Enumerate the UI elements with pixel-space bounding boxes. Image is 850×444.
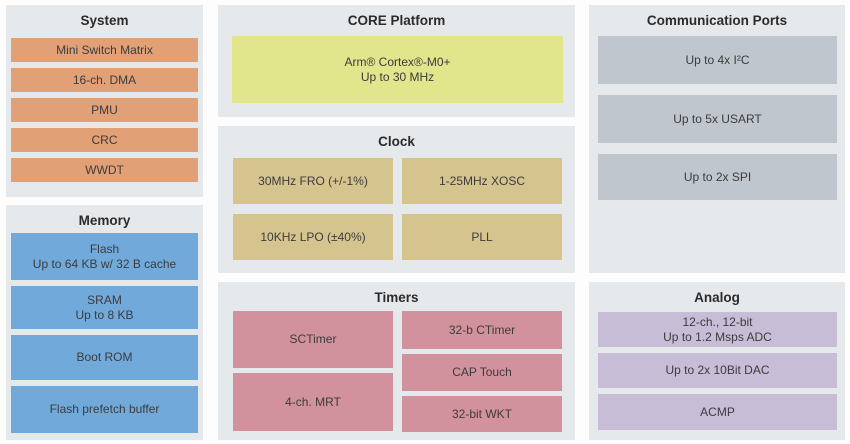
block-sublabel: Up to 1.2 Msps ADC <box>663 329 772 344</box>
block-crc: CRC <box>11 128 198 152</box>
block-wwdt: WWDT <box>11 158 198 182</box>
block-label: PLL <box>471 229 493 244</box>
block-label: CAP Touch <box>452 365 512 379</box>
section-title-timers: Timers <box>374 290 419 305</box>
section-analog: Analog 12-ch., 12-bit Up to 1.2 Msps ADC… <box>589 282 845 440</box>
timers-right-column: 32-b CTimer CAP Touch 32-bit WKT <box>402 311 562 432</box>
section-title-memory: Memory <box>78 213 131 228</box>
analog-blocks: 12-ch., 12-bit Up to 1.2 Msps ADC Up to … <box>589 305 845 430</box>
block-flash-prefetch-buffer: Flash prefetch buffer <box>11 386 198 433</box>
block-mrt: 4-ch. MRT <box>233 373 393 431</box>
block-sctimer: SCTimer <box>233 311 393 368</box>
block-lpo: 10KHz LPO (±40%) <box>233 214 393 260</box>
block-label: ACMP <box>700 404 735 419</box>
block-acmp: ACMP <box>598 394 837 430</box>
section-system: System Mini Switch Matrix 16-ch. DMA PMU… <box>6 5 203 197</box>
block-label: Up to 4x I²C <box>685 52 750 67</box>
section-title-clock: Clock <box>378 134 415 149</box>
block-label: 1-25MHz XOSC <box>438 173 526 188</box>
block-boot-rom: Boot ROM <box>11 335 198 380</box>
block-arm-cortex-m0plus: Arm® Cortex®-M0+ Up to 30 MHz <box>232 36 563 103</box>
block-label: 30MHz FRO (+/-1%) <box>258 173 368 188</box>
block-cap-touch: CAP Touch <box>402 354 562 391</box>
block-sram: SRAM Up to 8 KB <box>11 286 198 329</box>
block-pll: PLL <box>402 214 562 260</box>
section-title-system: System <box>80 13 129 28</box>
block-label: 4-ch. MRT <box>285 394 341 409</box>
memory-blocks: Flash Up to 64 KB w/ 32 B cache SRAM Up … <box>6 228 203 433</box>
section-core-platform: CORE Platform Arm® Cortex®-M0+ Up to 30 … <box>218 5 575 117</box>
section-memory: Memory Flash Up to 64 KB w/ 32 B cache S… <box>6 205 203 440</box>
section-title-communication-ports: Communication Ports <box>646 13 788 28</box>
section-communication-ports: Communication Ports Up to 4x I²C Up to 5… <box>589 5 845 273</box>
section-title-analog: Analog <box>694 290 740 305</box>
section-clock: Clock 30MHz FRO (+/-1%) 1-25MHz XOSC 10K… <box>218 126 575 273</box>
block-label: 12-ch., 12-bit <box>682 314 753 329</box>
block-label: PMU <box>91 102 118 117</box>
block-dma: 16-ch. DMA <box>11 68 198 92</box>
clock-blocks: 30MHz FRO (+/-1%) 1-25MHz XOSC 10KHz LPO… <box>218 149 575 260</box>
block-label: 10KHz LPO (±40%) <box>260 229 366 244</box>
system-blocks: Mini Switch Matrix 16-ch. DMA PMU CRC WW… <box>6 28 203 182</box>
block-mini-switch-matrix: Mini Switch Matrix <box>11 38 198 62</box>
block-label: Flash <box>89 241 120 256</box>
block-flash: Flash Up to 64 KB w/ 32 B cache <box>11 233 198 280</box>
block-label: Boot ROM <box>76 350 133 364</box>
block-pmu: PMU <box>11 98 198 122</box>
block-ctimer: 32-b CTimer <box>402 311 562 349</box>
timers-left-column: SCTimer 4-ch. MRT <box>233 311 393 432</box>
block-i2c: Up to 4x I²C <box>598 36 837 84</box>
block-label: Mini Switch Matrix <box>56 42 153 57</box>
block-label: 16-ch. DMA <box>72 72 137 87</box>
block-label: SCTimer <box>289 332 337 346</box>
block-label: Flash prefetch buffer <box>49 402 160 416</box>
section-title-core-platform: CORE Platform <box>347 13 446 28</box>
block-adc: 12-ch., 12-bit Up to 1.2 Msps ADC <box>598 312 837 347</box>
block-dac: Up to 2x 10Bit DAC <box>598 353 837 388</box>
block-spi: Up to 2x SPI <box>598 154 837 200</box>
block-label: Up to 2x SPI <box>683 169 752 184</box>
block-label: 32-bit WKT <box>451 406 512 421</box>
block-label: Up to 5x USART <box>673 111 762 126</box>
block-wkt: 32-bit WKT <box>402 396 562 432</box>
block-label: Up to 2x 10Bit DAC <box>665 363 770 377</box>
block-label: CRC <box>91 132 118 147</box>
block-label: 32-b CTimer <box>448 322 516 337</box>
timers-columns: SCTimer 4-ch. MRT 32-b CTimer CAP Touch … <box>218 305 575 432</box>
block-sublabel: Up to 8 KB <box>75 307 134 322</box>
block-label: Arm® Cortex®-M0+ <box>344 54 451 69</box>
block-label: WWDT <box>85 162 124 177</box>
block-usart: Up to 5x USART <box>598 95 837 143</box>
block-sublabel: Up to 30 MHz <box>360 69 435 84</box>
block-fro: 30MHz FRO (+/-1%) <box>233 158 393 204</box>
block-xosc: 1-25MHz XOSC <box>402 158 562 204</box>
section-timers: Timers SCTimer 4-ch. MRT 32-b CTimer CAP… <box>218 282 575 440</box>
block-sublabel: Up to 64 KB w/ 32 B cache <box>32 256 177 271</box>
core-blocks: Arm® Cortex®-M0+ Up to 30 MHz <box>218 28 575 103</box>
comm-blocks: Up to 4x I²C Up to 5x USART Up to 2x SPI <box>589 28 845 200</box>
block-label: SRAM <box>87 292 122 307</box>
